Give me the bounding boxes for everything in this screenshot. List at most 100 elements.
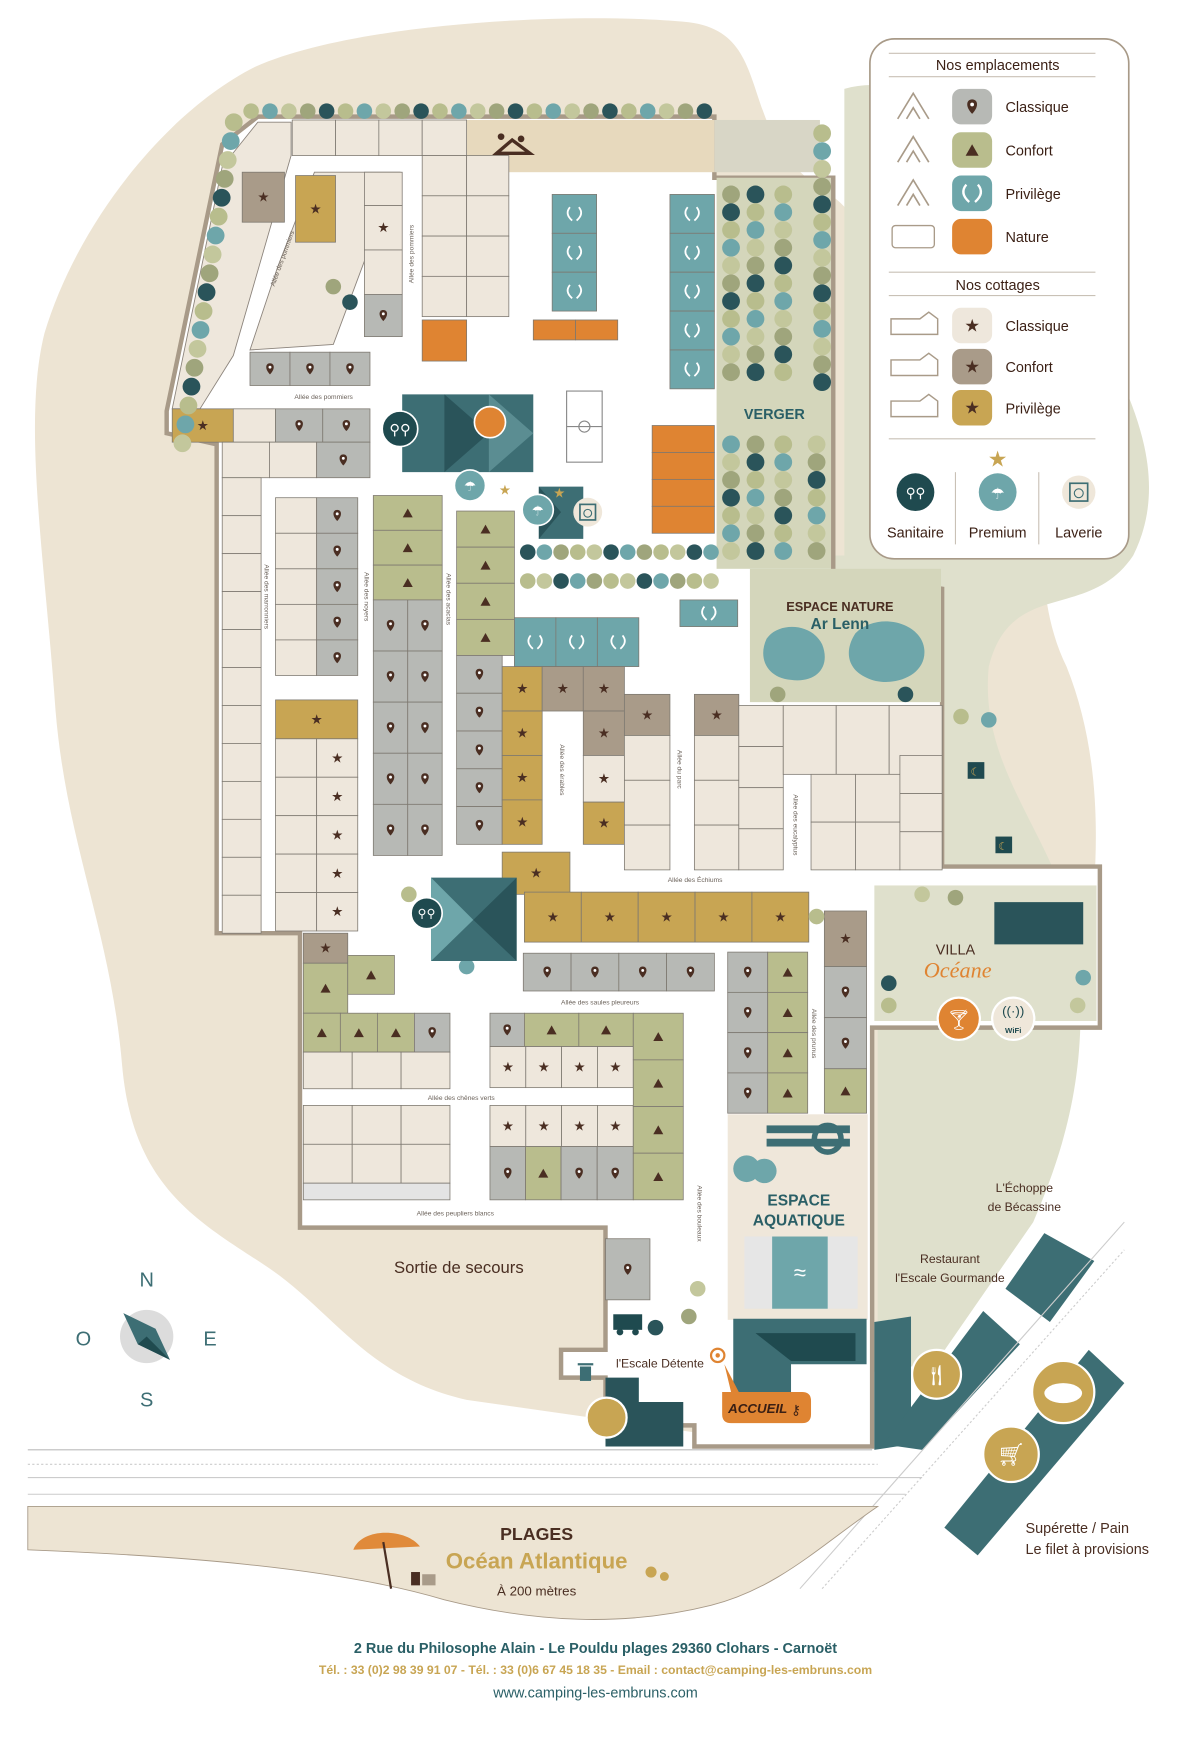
campsite-plot[interactable] — [855, 821, 901, 871]
campsite-plot[interactable]: ★ — [316, 738, 359, 778]
campsite-plot[interactable]: ★ — [637, 891, 696, 943]
campsite-plot[interactable] — [738, 828, 784, 871]
campsite-plot[interactable] — [551, 232, 597, 273]
shopping-cart-icon[interactable]: 🛒︎ — [982, 1425, 1040, 1484]
campsite-plot[interactable]: ★ — [561, 1105, 598, 1147]
campsite-plot[interactable]: ★ — [489, 1105, 527, 1147]
campsite-plot[interactable]: ★ — [751, 891, 810, 943]
campsite-plot[interactable]: ★ — [597, 1046, 634, 1089]
campsite-plot[interactable] — [560, 1146, 598, 1201]
campsite-plot[interactable] — [400, 1051, 451, 1090]
campsite-plot[interactable] — [421, 119, 468, 156]
campsite-plot[interactable] — [372, 495, 443, 531]
campsite-plot[interactable] — [275, 603, 318, 641]
campsite-plot[interactable] — [400, 1105, 451, 1145]
campsite-plot[interactable] — [810, 773, 856, 823]
campsite-plot[interactable] — [302, 1143, 353, 1184]
campsite-plot[interactable] — [316, 532, 359, 570]
campsite-plot[interactable] — [466, 275, 510, 318]
campsite-plot[interactable] — [372, 650, 409, 703]
campsite-plot[interactable] — [823, 1017, 867, 1070]
campsite-plot[interactable]: ★ — [561, 1046, 598, 1089]
campsite-plot[interactable] — [275, 408, 324, 443]
campsite-plot[interactable] — [376, 1012, 415, 1053]
campsite-plot[interactable] — [275, 853, 318, 893]
campsite-plot[interactable] — [275, 892, 318, 932]
campsite-plot[interactable] — [623, 735, 671, 781]
campsite-plot[interactable]: ★ — [582, 666, 625, 712]
campsite-plot[interactable] — [456, 582, 515, 620]
footer-website[interactable]: www.camping-les-embruns.com — [492, 1686, 698, 1702]
campsite-plot[interactable] — [275, 815, 318, 855]
campsite-plot[interactable] — [275, 639, 318, 676]
campsite-plot[interactable] — [632, 1059, 684, 1107]
bread-icon[interactable] — [1031, 1359, 1096, 1425]
campsite-plot[interactable] — [727, 1032, 769, 1074]
campsite-plot[interactable] — [378, 119, 423, 156]
campsite-plot[interactable] — [693, 824, 740, 871]
campsite-plot[interactable] — [456, 618, 515, 656]
campsite-plot[interactable] — [782, 705, 837, 775]
campsite-plot[interactable] — [669, 271, 715, 312]
campsite-plot[interactable] — [364, 249, 403, 295]
campsite-plot[interactable] — [221, 780, 262, 820]
campsite-plot[interactable] — [372, 564, 443, 601]
campsite-plot[interactable]: ★ — [823, 910, 867, 967]
campsite-plot[interactable] — [329, 351, 371, 386]
campsite-plot[interactable]: ★ — [275, 699, 359, 740]
campsite-plot[interactable] — [767, 1072, 809, 1114]
campsite-plot[interactable] — [291, 119, 336, 156]
campsite-plot[interactable]: ★ — [501, 799, 543, 845]
campsite-plot[interactable] — [899, 831, 943, 871]
campsite-plot[interactable] — [302, 1182, 451, 1201]
campsite-plot[interactable]: ★ — [524, 891, 582, 943]
campsite-plot[interactable] — [372, 752, 409, 805]
campsite-plot[interactable] — [679, 599, 739, 627]
campsite-plot[interactable] — [221, 705, 262, 744]
campsite-plot[interactable] — [221, 856, 262, 896]
campsite-plot[interactable] — [578, 1012, 634, 1047]
campsite-plot[interactable] — [351, 1105, 402, 1145]
campsite-plot[interactable] — [421, 275, 468, 318]
campsite-plot[interactable] — [618, 952, 667, 992]
campsite-plot[interactable] — [555, 617, 598, 667]
campsite-plot[interactable] — [316, 639, 359, 676]
campsite-plot[interactable]: ★ — [582, 801, 625, 845]
campsite-plot[interactable] — [738, 705, 784, 747]
campsite-plot[interactable] — [651, 505, 715, 534]
campsite-plot[interactable] — [623, 779, 671, 826]
campsite-plot[interactable]: ★ — [694, 891, 753, 943]
campsite-plot[interactable]: ★ — [623, 693, 671, 736]
campsite-plot[interactable] — [456, 768, 503, 807]
campsite-plot[interactable] — [632, 1012, 684, 1061]
campsite-plot[interactable] — [835, 705, 890, 775]
campsite-plot[interactable] — [693, 735, 740, 781]
campsite-plot[interactable]: ★ — [501, 666, 543, 712]
campsite-plot[interactable] — [456, 546, 515, 584]
cocktail-bar-icon[interactable]: 🍸︎ — [936, 996, 982, 1041]
campsite-plot[interactable] — [351, 1143, 402, 1184]
campsite-plot[interactable] — [407, 650, 443, 703]
campsite-plot[interactable] — [316, 497, 359, 534]
campsite-plot[interactable]: ★ — [316, 815, 359, 855]
campsite-plot[interactable]: ★ — [693, 693, 740, 736]
campsite-plot[interactable] — [596, 1146, 634, 1201]
campsite-plot[interactable] — [221, 515, 262, 555]
campsite-plot[interactable] — [575, 319, 619, 341]
campsite-plot[interactable] — [316, 441, 371, 479]
campsite-plot[interactable] — [421, 319, 468, 362]
campsite-plot[interactable] — [275, 497, 318, 534]
campsite-plot[interactable] — [221, 667, 262, 706]
campsite-plot[interactable] — [551, 271, 597, 312]
campsite-plot[interactable] — [669, 349, 715, 390]
campsite-plot[interactable] — [727, 951, 769, 993]
campsite-plot[interactable] — [302, 1105, 353, 1145]
campsite-plot[interactable] — [316, 603, 359, 641]
campsite-plot[interactable] — [407, 752, 443, 805]
campsite-plot[interactable] — [400, 1143, 451, 1184]
campsite-plot[interactable] — [351, 1051, 402, 1090]
campsite-plot[interactable]: ★ — [316, 892, 359, 932]
campsite-plot[interactable] — [623, 824, 671, 871]
accueil-badge[interactable]: ACCUEIL ⚷ — [722, 1364, 812, 1424]
campsite-plot[interactable] — [738, 787, 784, 830]
